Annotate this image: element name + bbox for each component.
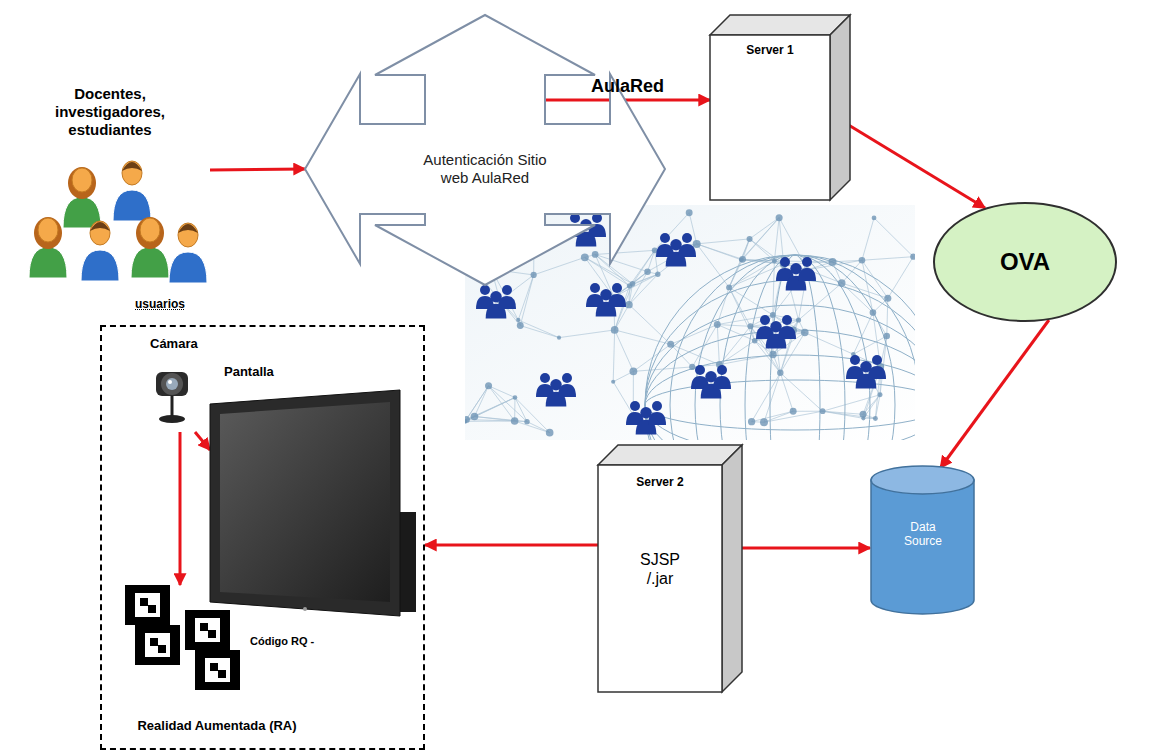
server-box-outline	[710, 15, 850, 200]
node-label: Data Source	[897, 520, 949, 549]
auth-arrow-shape-outline	[305, 15, 665, 285]
flow-arrow	[940, 320, 1049, 468]
node-sublabel: SJSP /.jar	[628, 550, 692, 588]
flow-arrow	[545, 99, 710, 102]
node-label: Código RQ -	[250, 635, 342, 648]
qr-codes: Código RQ -	[120, 585, 342, 700]
node-label: Server 2	[598, 475, 722, 489]
data-cylinder: Data Source	[870, 465, 975, 615]
node-label: Cámara	[150, 336, 212, 352]
auth-arrow-shape: Autenticación Sitio web AulaRed	[305, 15, 665, 285]
screen-icon-outline	[210, 362, 425, 620]
users-group-outline	[10, 85, 210, 320]
node-label: Docentes, investigadores, estudiantes	[30, 85, 190, 139]
node-label: Autenticación Sitio web AulaRed	[410, 151, 560, 187]
node-sublabel: usuarios	[135, 297, 215, 311]
flow-arrow	[195, 432, 210, 450]
node-label: Pantalla	[224, 364, 304, 380]
flow-arrow	[425, 544, 598, 547]
server-box: Server 2 SJSP /.jar	[598, 445, 742, 692]
ova-ellipse: OVA	[933, 202, 1117, 322]
flow-arrow	[179, 432, 182, 585]
node-label: Realidad Aumentada (RA)	[102, 718, 332, 734]
edge-label: AulaRed	[591, 76, 664, 97]
node-label: Server 1	[710, 43, 830, 57]
users-group: Docentes, investigadores, estudiantesusu…	[10, 85, 210, 320]
flow-arrow	[210, 169, 305, 170]
camera-icon: Cámara	[150, 336, 210, 432]
screen-icon: Pantalla	[210, 362, 425, 620]
node-label: OVA	[933, 248, 1117, 277]
flow-arrow	[835, 117, 985, 208]
ar-region: Realidad Aumentada (RA) CámaraPantallaCód…	[100, 325, 425, 750]
server-box: Server 1	[710, 15, 850, 200]
